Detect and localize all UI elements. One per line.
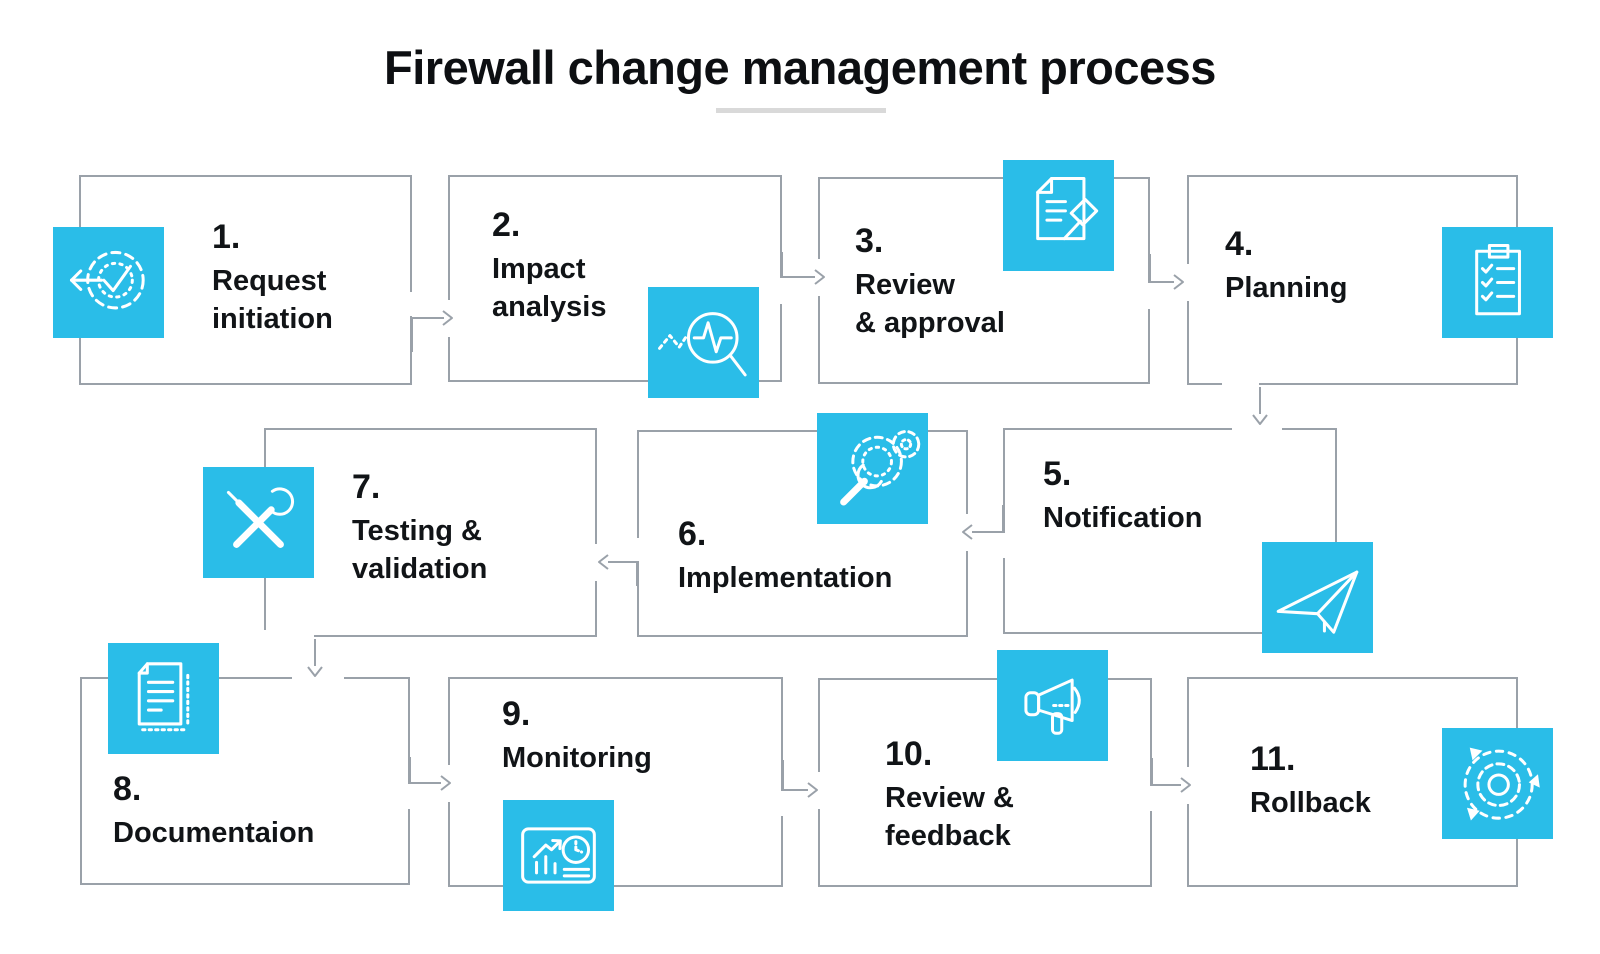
step-number: 5. — [1043, 455, 1072, 493]
border-gap — [292, 671, 344, 683]
tile-step-5 — [1262, 542, 1373, 653]
step-box-5 — [1003, 428, 1337, 634]
step-label: Planning — [1225, 272, 1348, 305]
step-label: Documentaion — [113, 817, 315, 850]
document-pages-icon — [137, 662, 190, 732]
clipboard-checklist-icon — [1475, 243, 1521, 316]
border-gap — [776, 278, 788, 304]
step-label: Monitoring — [502, 742, 652, 775]
title-underline — [716, 108, 886, 113]
border-gap — [631, 538, 643, 561]
step-text-8: 8. Documentaion — [113, 770, 314, 853]
step-text-1: 1. Request initiation — [212, 218, 333, 339]
document-gavel-icon — [1036, 176, 1099, 241]
step-label: Implementation — [678, 562, 893, 595]
border-gap — [812, 772, 824, 809]
border-gap — [1181, 264, 1193, 301]
border-gap — [1222, 378, 1259, 390]
step-text-5: 5. Notification — [1043, 455, 1203, 538]
step-text-9: 9. Monitoring — [502, 695, 652, 778]
tile-step-6 — [817, 413, 928, 524]
tile-step-7 — [203, 467, 314, 578]
border-gap — [442, 300, 454, 337]
pulse-magnifier-icon — [658, 312, 747, 377]
dashboard-chart-icon — [521, 827, 596, 884]
step-text-2: 2. Impact analysis — [492, 206, 606, 327]
border-gap — [997, 533, 1009, 558]
step-label: Impact analysis — [492, 253, 607, 324]
step-label: Rollback — [1250, 787, 1371, 820]
border-gap — [1144, 283, 1156, 309]
step-label: Request initiation — [212, 265, 333, 336]
step-number: 7. — [352, 468, 381, 506]
tile-step-9 — [503, 800, 614, 911]
tile-step-10 — [997, 650, 1108, 761]
border-gap — [962, 514, 974, 551]
page-title: Firewall change management process — [384, 41, 1216, 94]
border-gap — [1181, 767, 1193, 804]
border-gap — [777, 791, 789, 816]
step-number: 4. — [1225, 225, 1254, 263]
border-gap — [442, 765, 454, 802]
connector-4-5 — [1252, 387, 1268, 425]
step-number: 3. — [855, 222, 884, 260]
border-gap — [404, 784, 416, 809]
border-gap — [812, 259, 824, 296]
crossed-tools-icon — [226, 487, 295, 548]
step-label: Review & approval — [855, 269, 1005, 340]
tile-step-11 — [1442, 728, 1553, 839]
step-label: Testing & validation — [352, 515, 488, 586]
step-text-7: 7. Testing & validation — [352, 468, 487, 589]
tile-step-2 — [648, 287, 759, 398]
step-number: 6. — [678, 515, 707, 553]
step-label: Review & feedback — [885, 782, 1014, 853]
tile-step-3 — [1003, 160, 1114, 271]
step-text-3: 3. Review & approval — [855, 222, 1005, 343]
step-number: 10. — [885, 735, 933, 773]
gear-check-icon — [69, 250, 145, 310]
border-gap — [1232, 423, 1282, 435]
wrench-gears-icon — [840, 429, 921, 506]
step-number: 2. — [492, 206, 521, 244]
step-text-10: 10. Review & feedback — [885, 735, 1014, 856]
step-text-4: 4. Planning — [1225, 225, 1347, 308]
megaphone-icon — [1024, 678, 1081, 735]
step-number: 11. — [1250, 740, 1296, 778]
step-label: Notification — [1043, 502, 1203, 535]
step-text-11: 11. Rollback — [1250, 740, 1371, 823]
border-gap — [591, 544, 603, 581]
border-gap — [404, 292, 416, 316]
border-gap — [252, 630, 314, 642]
step-number: 8. — [113, 770, 142, 808]
paper-plane-icon — [1276, 570, 1359, 634]
gear-rotate-icon — [1463, 747, 1540, 821]
step-number: 9. — [502, 695, 531, 733]
border-gap — [1146, 786, 1158, 811]
tile-step-8 — [108, 643, 219, 754]
tile-step-1 — [53, 227, 164, 338]
step-number: 1. — [212, 218, 241, 256]
tile-step-4 — [1442, 227, 1553, 338]
step-text-6: 6. Implementation — [678, 515, 892, 598]
